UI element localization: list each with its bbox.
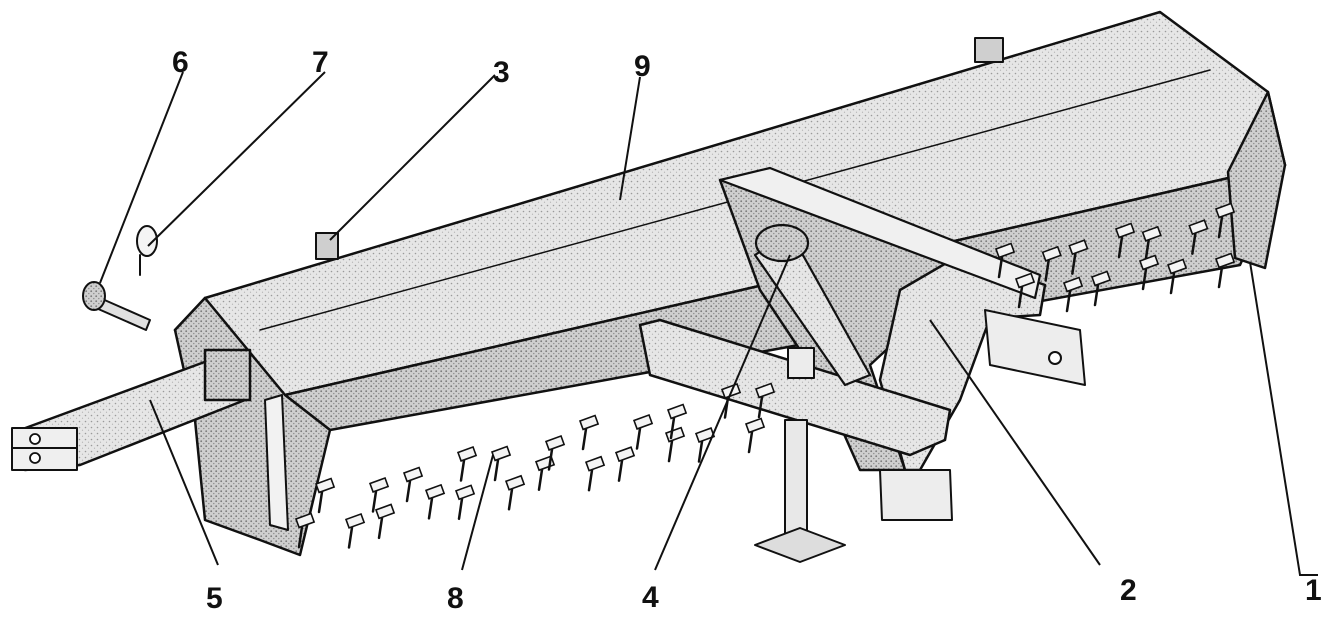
housing-body	[173, 10, 1287, 557]
tine-14	[402, 466, 424, 503]
leader-4	[654, 254, 791, 571]
tine-23	[994, 242, 1016, 279]
tine-9	[664, 426, 686, 463]
tine-17	[544, 435, 566, 471]
tine-19	[632, 414, 654, 450]
tine-22	[754, 382, 776, 419]
leader-9	[619, 76, 641, 201]
tine-1	[344, 512, 366, 549]
top-tab-right	[974, 37, 1004, 63]
tine-34	[1166, 258, 1188, 295]
leader-8	[461, 454, 494, 571]
tine-33	[1138, 254, 1160, 291]
callout-5: 5	[206, 582, 223, 615]
tine-15	[456, 446, 478, 482]
top-tab-left	[315, 232, 339, 260]
lynch-pin	[136, 225, 158, 276]
callout-8: 8	[447, 582, 464, 615]
callout-6: 6	[172, 46, 189, 79]
callout-1: 1	[1305, 574, 1322, 607]
callout-3: 3	[493, 56, 510, 89]
callout-2: 2	[1120, 574, 1137, 607]
tine-7	[584, 455, 606, 492]
tine-30	[1014, 272, 1036, 309]
tine-32	[1090, 270, 1112, 307]
tine-25	[1068, 239, 1089, 275]
tine-5	[504, 474, 526, 511]
leader-lines	[99, 71, 1318, 576]
tine-28	[1188, 219, 1209, 255]
tine-11	[744, 417, 766, 454]
callout-4: 4	[642, 581, 659, 614]
tine-31	[1062, 276, 1084, 313]
leader-3	[329, 74, 496, 241]
cross-beam	[638, 318, 952, 457]
leader-7	[147, 71, 326, 247]
tine-16	[490, 445, 512, 482]
callout-7: 7	[312, 46, 329, 79]
tine-4	[454, 484, 476, 521]
tine-27	[1141, 225, 1162, 262]
leader-2	[929, 319, 1101, 566]
tine-18	[578, 414, 600, 451]
tine-20	[666, 403, 688, 440]
callout-9: 9	[634, 50, 651, 83]
tine-26	[1114, 222, 1136, 259]
tine-29	[1214, 202, 1236, 239]
hitch-pin	[82, 281, 151, 331]
tine-24	[1041, 245, 1062, 282]
callout-labels: 1 2 3 4 5 6 7 8 9	[172, 46, 1322, 615]
leader-6	[99, 71, 184, 284]
drawbar	[11, 348, 252, 472]
tine-10	[694, 427, 716, 463]
tine-8	[614, 446, 636, 482]
tine-3	[424, 483, 446, 520]
parking-stand	[754, 347, 846, 563]
tine-13	[368, 477, 390, 513]
tine-12	[314, 477, 336, 514]
leader-1	[1249, 261, 1318, 576]
tine-2	[374, 503, 396, 540]
tine-0	[294, 512, 316, 549]
leader-5	[149, 399, 219, 566]
tine-35	[1214, 252, 1236, 289]
